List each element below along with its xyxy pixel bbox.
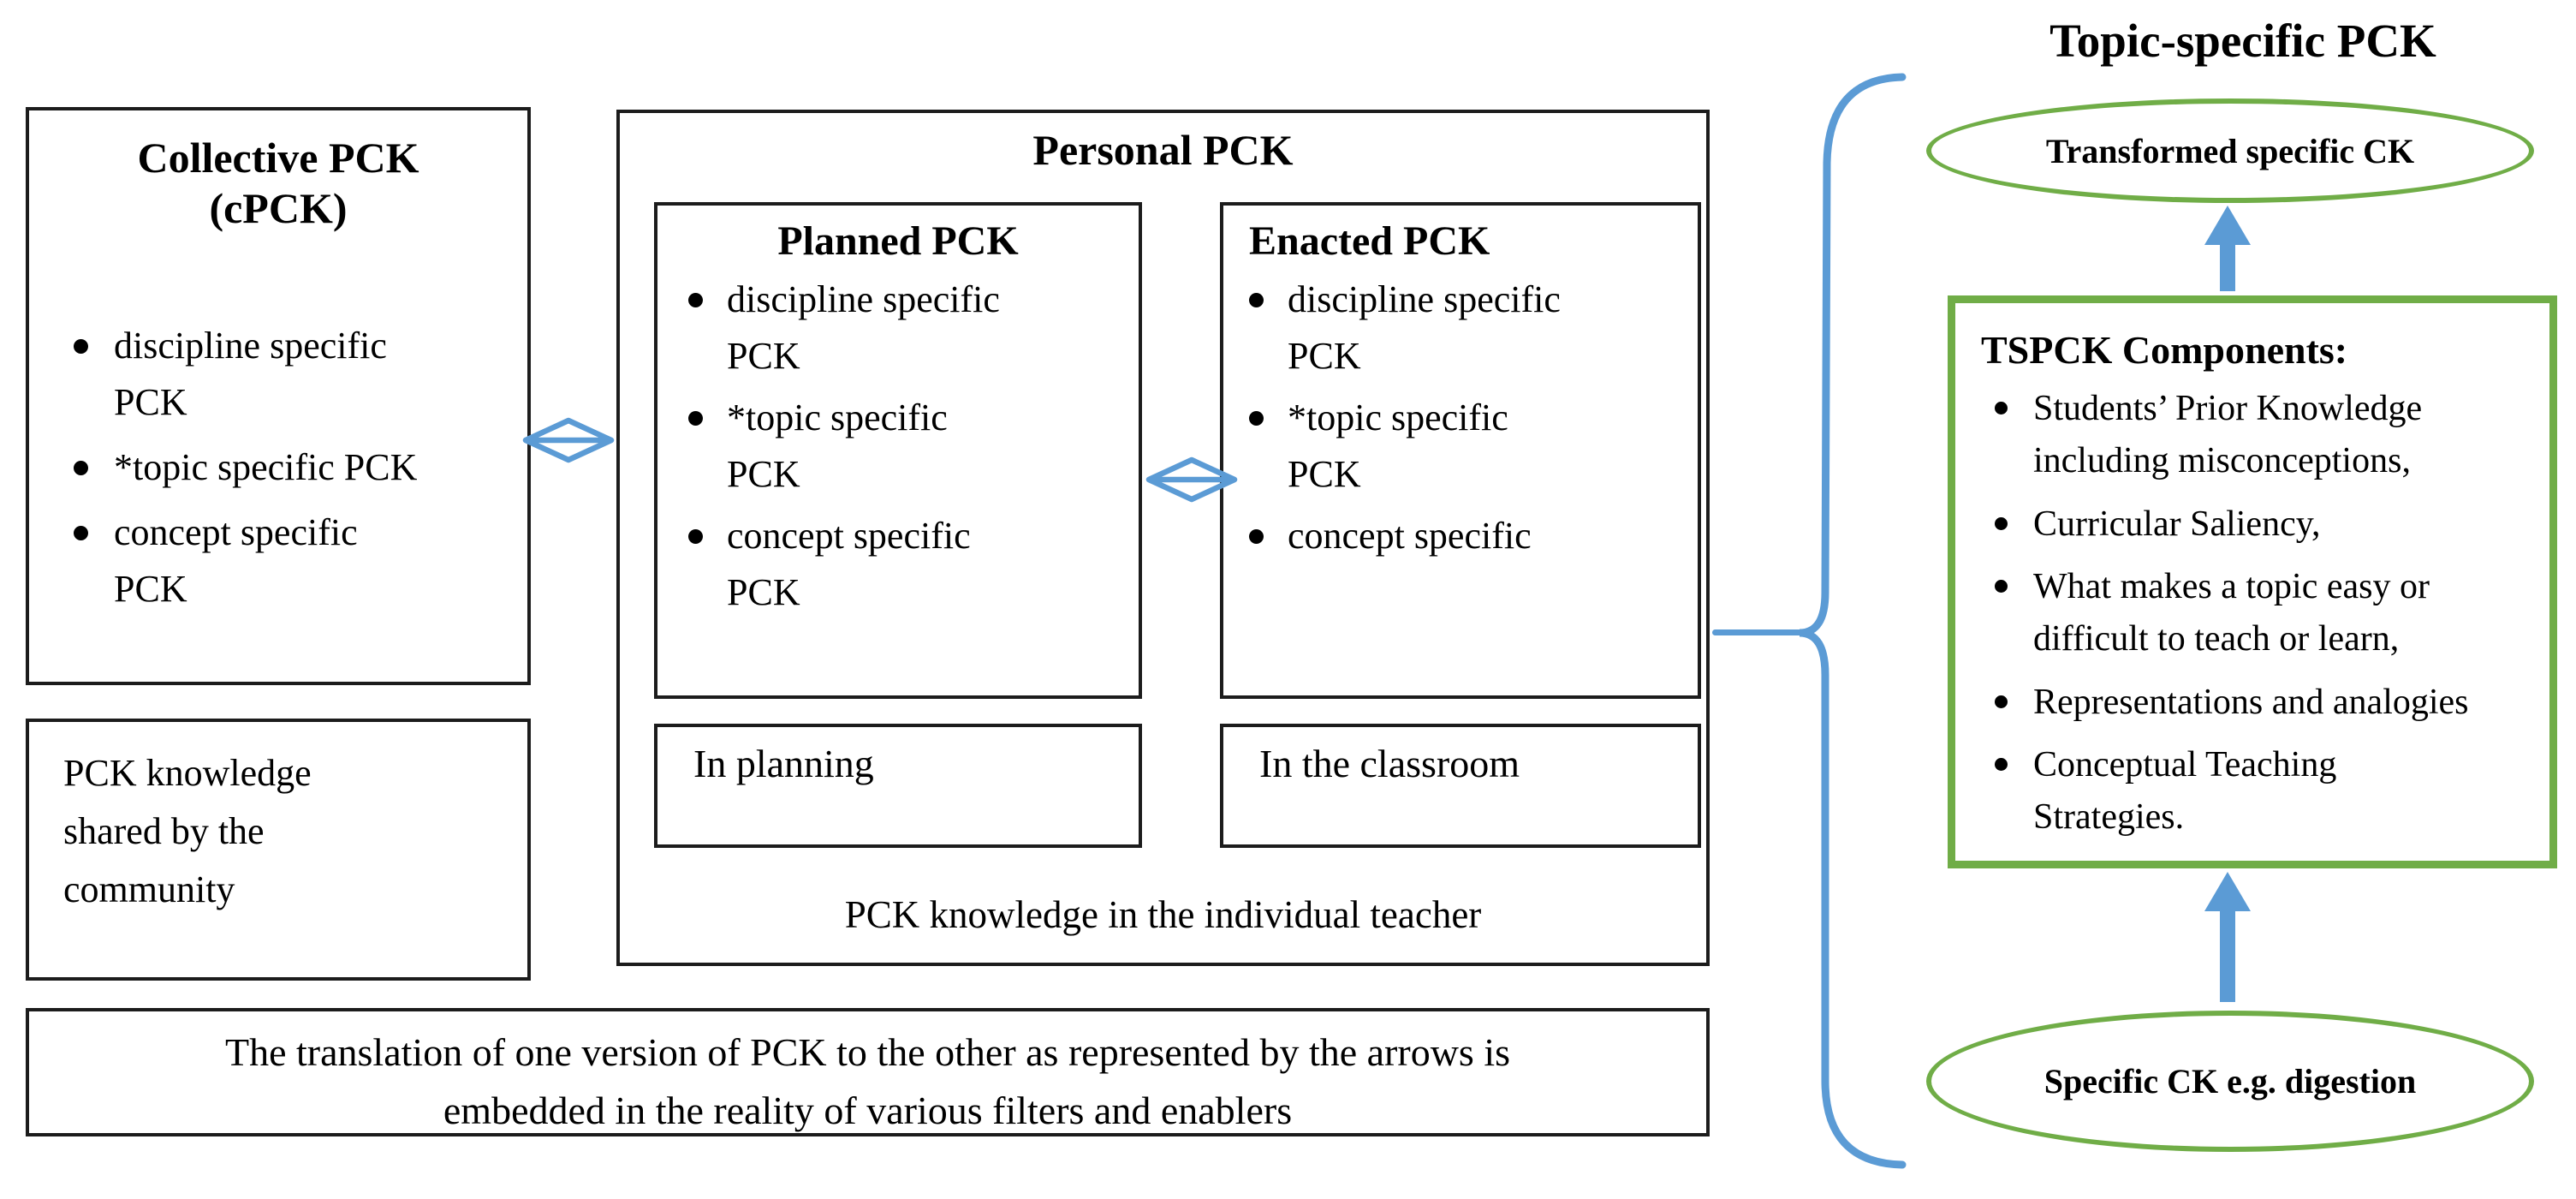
bullet-icon: [688, 293, 703, 307]
tspck-components-list: Students’ Prior Knowledge including misc…: [1981, 383, 2524, 844]
bullet-icon: [1249, 411, 1264, 426]
list-item: discipline specific PCK: [688, 271, 1139, 385]
list-item: *topic specific PCK: [1249, 390, 1698, 503]
bullet-icon: [1995, 402, 2008, 415]
double-arrow-icon: [1145, 456, 1238, 503]
personal-pck-title: Personal PCK: [1032, 126, 1294, 174]
list-item: discipline specific PCK: [74, 318, 527, 431]
bullet-icon: [688, 529, 703, 544]
double-arrow-icon: [522, 417, 615, 463]
personal-pck-caption: PCK knowledge in the individual teacher: [844, 893, 1482, 936]
list-item: concept specific: [1249, 508, 1698, 564]
collective-pck-list: discipline specific PCK *topic specific …: [29, 318, 527, 617]
planned-pck-list: discipline specific PCK *topic specific …: [657, 271, 1139, 621]
list-item: Curricular Saliency,: [1995, 498, 2524, 551]
specific-ck-ellipse: Specific CK e.g. digestion: [1926, 1011, 2534, 1152]
bullet-icon: [1249, 293, 1264, 307]
enacted-pck-title: Enacted PCK: [1249, 218, 1490, 264]
list-item: *topic specific PCK: [74, 439, 527, 496]
bullet-icon: [1995, 695, 2008, 708]
list-item: concept specific PCK: [688, 508, 1139, 621]
bullet-icon: [1249, 529, 1264, 544]
translation-note-box: The translation of one version of PCK to…: [26, 1008, 1710, 1136]
transformed-ck-label: Transformed specific CK: [2045, 131, 2415, 170]
specific-ck-label: Specific CK e.g. digestion: [2044, 1062, 2417, 1101]
collective-pck-title: Collective PCK (cPCK): [137, 134, 419, 232]
bullet-icon: [74, 526, 88, 540]
in-planning-label: In planning: [693, 742, 874, 785]
shared-knowledge-box: PCK knowledge shared by the community: [26, 719, 531, 981]
planned-pck-title: Planned PCK: [777, 218, 1019, 264]
up-arrow-icon: [2204, 872, 2251, 1002]
list-item: *topic specific PCK: [688, 390, 1139, 503]
list-item: concept specific PCK: [74, 504, 527, 617]
bullet-icon: [74, 461, 88, 475]
bullet-icon: [688, 411, 703, 426]
in-planning-box: In planning: [654, 724, 1142, 848]
list-item: Representations and analogies: [1995, 677, 2524, 729]
up-arrow-icon: [2204, 206, 2251, 291]
in-classroom-box: In the classroom: [1220, 724, 1701, 848]
list-item: Conceptual Teaching Strategies.: [1995, 739, 2524, 844]
list-item: discipline specific PCK: [1249, 271, 1698, 385]
collective-pck-box: Collective PCK (cPCK) discipline specifi…: [26, 107, 531, 685]
bullet-icon: [1995, 516, 2008, 530]
transformed-ck-ellipse: Transformed specific CK: [1926, 98, 2534, 203]
tspck-components-title: TSPCK Components:: [1981, 328, 2348, 372]
list-item: Students’ Prior Knowledge including misc…: [1995, 383, 2524, 488]
enacted-pck-list: discipline specific PCK *topic specific …: [1223, 271, 1698, 564]
list-item: What makes a topic easy or difficult to …: [1995, 561, 2524, 666]
shared-knowledge-text: PCK knowledge shared by the community: [63, 752, 312, 911]
bullet-icon: [74, 339, 88, 354]
curly-brace: [1799, 73, 1907, 1169]
bullet-icon: [1995, 579, 2008, 593]
enacted-pck-box: Enacted PCK discipline specific PCK *top…: [1220, 202, 1701, 699]
bullet-icon: [1995, 757, 2008, 771]
in-classroom-label: In the classroom: [1259, 742, 1520, 785]
planned-pck-box: Planned PCK discipline specific PCK *top…: [654, 202, 1142, 699]
topic-specific-pck-title: Topic-specific PCK: [2049, 15, 2436, 67]
translation-note-text: The translation of one version of PCK to…: [225, 1030, 1510, 1133]
brace-connector-line: [1712, 629, 1803, 635]
tspck-components-box: TSPCK Components: Students’ Prior Knowle…: [1948, 295, 2557, 868]
